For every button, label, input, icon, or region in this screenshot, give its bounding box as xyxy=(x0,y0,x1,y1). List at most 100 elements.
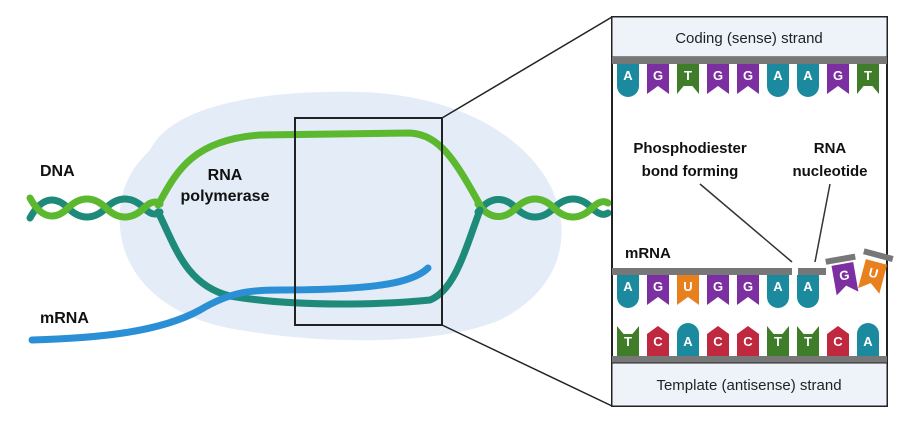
template-base-6: T xyxy=(797,326,819,356)
template-base-shape xyxy=(737,326,759,356)
mrna-base-3: G xyxy=(707,275,729,305)
coding-base-shape xyxy=(647,64,669,94)
template-base-letter: C xyxy=(713,334,723,349)
mrna-backbone xyxy=(612,268,792,275)
mrna-base-letter: G xyxy=(743,279,753,294)
incoming-base-0: G xyxy=(831,262,859,296)
dna-label: DNA xyxy=(40,163,75,180)
coding-base-letter: G xyxy=(743,68,753,83)
mrna-base-letter: A xyxy=(803,279,813,294)
mrna-base-letter: G xyxy=(713,279,723,294)
template-base-1: C xyxy=(647,326,669,356)
zoom-line-top xyxy=(441,16,613,119)
rna-nucleotide-label-line1: RNA xyxy=(814,140,847,157)
coding-base-shape xyxy=(617,64,639,97)
mrna-base-shape xyxy=(737,275,759,305)
template-base-shape xyxy=(767,326,789,356)
template-base-shape xyxy=(677,323,699,356)
coding-base-8: T xyxy=(857,64,879,94)
zoom-region-box xyxy=(294,117,443,326)
coding-base-shape xyxy=(797,64,819,97)
template-base-letter: T xyxy=(804,334,812,349)
template-base-letter: C xyxy=(743,334,753,349)
coding-backbone xyxy=(612,57,887,64)
template-backbone xyxy=(612,356,887,363)
coding-base-shape xyxy=(737,64,759,94)
incoming-base-letter: G xyxy=(838,267,851,284)
template-base-5: T xyxy=(767,326,789,356)
mrna-label-left: mRNA xyxy=(40,310,89,327)
coding-header-box xyxy=(611,16,888,58)
template-base-letter: C xyxy=(653,334,663,349)
coding-base-letter: A xyxy=(803,68,813,83)
coding-base-letter: T xyxy=(864,68,872,83)
coding-base-7: G xyxy=(827,64,849,94)
rna-polymerase-label-line2: polymerase xyxy=(181,188,270,205)
mrna-base-shape xyxy=(677,275,699,305)
coding-base-2: T xyxy=(677,64,699,94)
incoming-base-shape xyxy=(858,259,888,294)
coding-base-5: A xyxy=(767,64,789,97)
coding-base-letter: G xyxy=(713,68,723,83)
mrna-base-shape xyxy=(767,275,789,308)
mrna-base-4: G xyxy=(737,275,759,305)
new-bond-segment xyxy=(798,268,826,275)
mrna-base-letter: A xyxy=(623,279,633,294)
coding-base-0: A xyxy=(617,64,639,97)
incoming-backbone-1 xyxy=(863,248,894,262)
mrna-base-letter: A xyxy=(773,279,783,294)
coding-base-shape xyxy=(857,64,879,94)
template-base-letter: T xyxy=(624,334,632,349)
rna-polymerase-label-line1: RNA xyxy=(208,167,243,184)
coding-base-1: G xyxy=(647,64,669,94)
template-base-7: C xyxy=(827,326,849,356)
coding-base-letter: A xyxy=(773,68,783,83)
coding-base-6: A xyxy=(797,64,819,97)
mrna-base-letter: G xyxy=(653,279,663,294)
dna-template-strand-open xyxy=(154,206,484,308)
mrna-base-letter: U xyxy=(683,279,692,294)
coding-base-4: G xyxy=(737,64,759,94)
template-base-8: A xyxy=(857,323,879,356)
template-base-2: A xyxy=(677,323,699,356)
incoming-base-letter: U xyxy=(867,265,880,282)
mrna-panel-label: mRNA xyxy=(625,245,671,262)
template-base-shape xyxy=(827,326,849,356)
phosphodiester-label-line2: bond forming xyxy=(642,163,739,180)
template-base-3: C xyxy=(707,326,729,356)
dna-left-strand-green xyxy=(26,194,164,221)
rna-nucleotide-pointer xyxy=(814,183,831,263)
template-base-shape xyxy=(617,326,639,356)
incoming-base-1: U xyxy=(858,259,888,294)
dna-coding-strand-open xyxy=(154,129,484,209)
mrna-base-2: U xyxy=(677,275,699,305)
coding-base-shape xyxy=(677,64,699,94)
dna-right-strand-green xyxy=(474,195,612,221)
template-base-shape xyxy=(647,326,669,356)
template-base-shape xyxy=(707,326,729,356)
mrna-base-shape xyxy=(617,275,639,308)
coding-base-letter: G xyxy=(833,68,843,83)
template-header-box xyxy=(611,362,888,407)
mrna-base-shape xyxy=(647,275,669,305)
coding-base-letter: A xyxy=(623,68,633,83)
coding-base-shape xyxy=(707,64,729,94)
template-base-shape xyxy=(857,323,879,356)
mrna-base-6: A xyxy=(797,275,819,308)
template-base-4: C xyxy=(737,326,759,356)
mrna-strand xyxy=(28,264,432,344)
mrna-base-shape xyxy=(797,275,819,308)
mrna-base-0: A xyxy=(617,275,639,308)
mrna-base-1: G xyxy=(647,275,669,305)
coding-base-letter: G xyxy=(653,68,663,83)
template-base-shape xyxy=(797,326,819,356)
mrna-base-5: A xyxy=(767,275,789,308)
template-base-letter: C xyxy=(833,334,843,349)
coding-strand-label: Coding (sense) strand xyxy=(675,30,823,47)
